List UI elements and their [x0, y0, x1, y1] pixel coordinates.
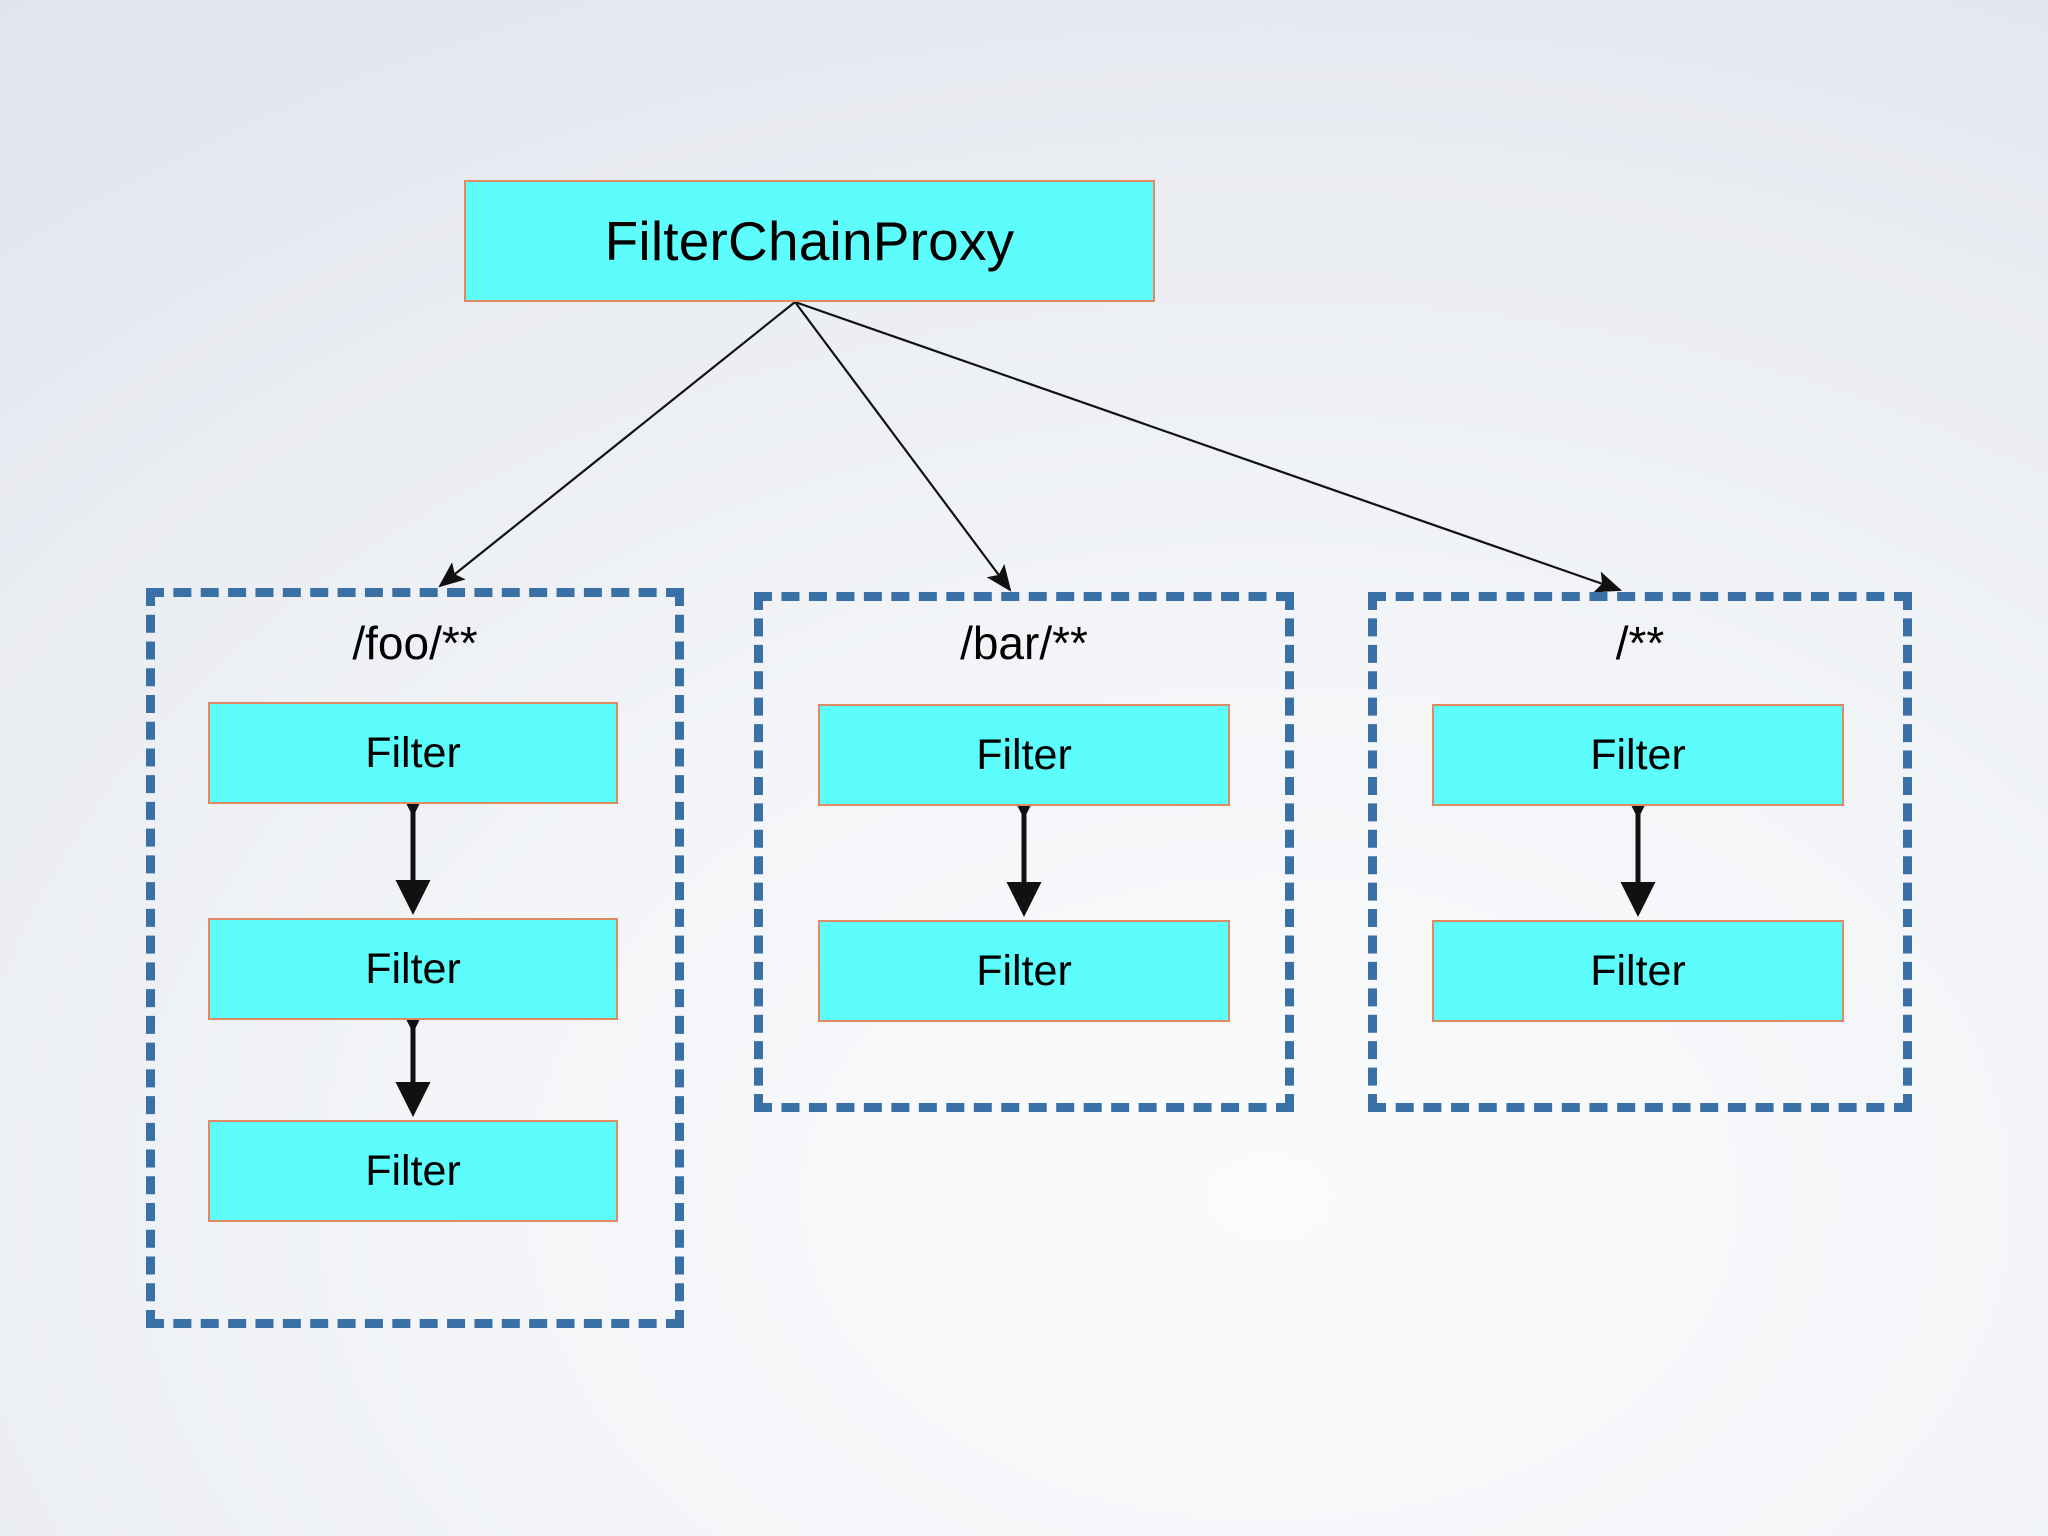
filter-chain-proxy-label: FilterChainProxy	[604, 209, 1015, 272]
filter-node[interactable]: Filter	[208, 918, 618, 1020]
filter-node-label: Filter	[1590, 730, 1686, 779]
filter-node[interactable]: Filter	[818, 704, 1230, 806]
filter-node[interactable]: Filter	[818, 920, 1230, 1022]
filter-node-label: Filter	[365, 1146, 461, 1195]
filter-node[interactable]: Filter	[208, 1120, 618, 1222]
dispatch-arrow	[794, 300, 1623, 593]
filter-node[interactable]: Filter	[1432, 920, 1844, 1022]
chain-group-[interactable]	[1368, 592, 1912, 1112]
filter-node-label: Filter	[365, 944, 461, 993]
chain-group-label: /bar/**	[960, 617, 1088, 669]
filter-node[interactable]: Filter	[1432, 704, 1844, 806]
chain-group-label: /foo/**	[352, 617, 478, 669]
filter-node-label: Filter	[365, 728, 461, 777]
filter-node-label: Filter	[976, 946, 1072, 995]
dispatch-arrow	[794, 301, 1012, 592]
chain-group-bar[interactable]	[754, 592, 1294, 1112]
filter-node[interactable]: Filter	[208, 702, 618, 804]
chain-group-foo[interactable]	[146, 588, 684, 1328]
dispatch-arrow-group	[438, 300, 1623, 593]
filter-node-label: Filter	[1590, 946, 1686, 995]
chain-group-label: /**	[1615, 617, 1665, 669]
filter-node-label: Filter	[976, 730, 1072, 779]
filter-chain-proxy-node[interactable]: FilterChainProxy	[464, 180, 1155, 302]
dispatch-arrow	[438, 301, 796, 588]
